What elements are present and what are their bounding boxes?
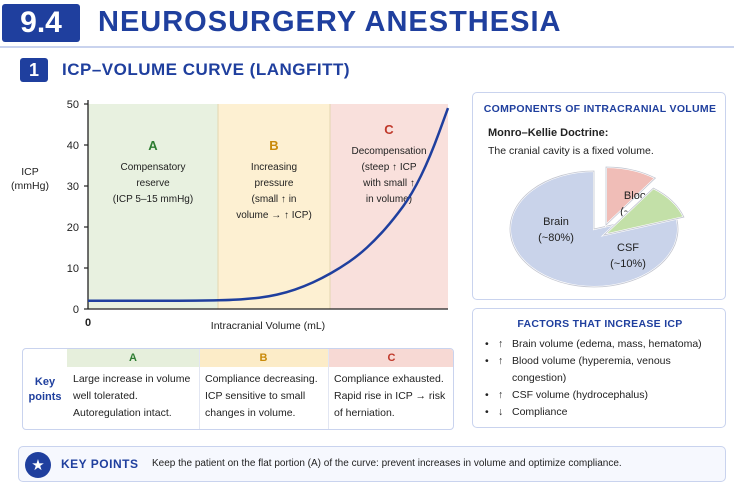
factor-item: • ↑ Blood volume (hyperemia, venous conges… (485, 353, 721, 387)
banner-text: Keep the patient on the flat portion (A)… (152, 458, 622, 469)
bullet-icon: • (485, 406, 489, 418)
zone-b-description: pressure (255, 178, 294, 189)
pie-percent-csf: (~10%) (610, 258, 646, 270)
pie-slice-outline (602, 187, 685, 236)
zone-c-letter: C (384, 122, 394, 137)
subsection-number-badge: 1 (20, 58, 48, 82)
key-column-b-header: B (199, 349, 328, 367)
key-column-c-header: C (328, 349, 453, 367)
components-title: COMPONENTS OF INTRACRANIAL VOLUME (483, 103, 717, 115)
volume-pie-chart: Brain(~80%)Blood(~10%)CSF(~10%) (509, 165, 686, 288)
zone-b-description: (small ↑ in (251, 194, 296, 205)
key-column-c-text: Compliance exhausted.Rapid rise in ICP →… (334, 373, 446, 419)
bullet-icon: • (485, 355, 489, 367)
doctrine-text: The cranial cavity is a fixed volume. (488, 145, 654, 157)
key-points-banner: ★ KEY POINTS Keep the patient on the fla… (18, 446, 726, 482)
doctrine-title: Monro–Kellie Doctrine: (488, 127, 609, 139)
y-tick-label: 20 (67, 222, 79, 234)
zone-c-description: in volume) (366, 194, 412, 205)
up-arrow-icon: ↑ (498, 389, 504, 401)
factors-panel: FACTORS THAT INCREASE ICP • ↑ Brain volume… (472, 308, 726, 428)
zone-a-description: reserve (136, 178, 170, 189)
zone-c-background (330, 104, 448, 309)
y-tick-label: 0 (73, 304, 79, 316)
factors-title: FACTORS THAT INCREASE ICP (517, 318, 683, 330)
key-column-a-header: A (67, 349, 199, 367)
bullet-icon: • (485, 338, 489, 350)
y-tick-label: 30 (67, 181, 79, 193)
y-axis-label: ICP (21, 166, 39, 178)
factor-text: Brain volume (edema, mass, hematoma) (512, 338, 702, 350)
zone-b-description: volume → ↑ ICP) (236, 210, 312, 221)
y-tick-label: 50 (67, 99, 79, 111)
zone-c-description: with small ↑ (362, 178, 415, 189)
factor-item: • ↓ Compliance (485, 404, 721, 421)
zone-b-description: Increasing (251, 162, 297, 173)
title-divider (0, 46, 734, 48)
pie-slice-csf (600, 186, 686, 237)
zone-a-letter: A (148, 138, 158, 153)
y-tick-label: 10 (67, 263, 79, 275)
x-tick-label: 0 (85, 317, 91, 329)
factor-text: CSF volume (hydrocephalus) (512, 389, 648, 401)
zone-c-description: Decompensation (351, 146, 426, 157)
factor-item: • ↑ CSF volume (hydrocephalus) (485, 387, 721, 404)
down-arrow-icon: ↓ (498, 406, 504, 418)
pie-slice-blood (605, 165, 658, 228)
zone-c-description: (steep ↑ ICP (361, 162, 416, 173)
y-tick-label: 40 (67, 140, 79, 152)
zone-a-background (88, 104, 218, 309)
column-divider (199, 349, 200, 429)
pie-percent-brain: (~80%) (538, 232, 574, 244)
factor-text: Compliance (512, 406, 568, 418)
up-arrow-icon: ↑ (498, 338, 504, 350)
zone-a-description: (ICP 5–15 mmHg) (113, 194, 193, 205)
zone-b-background (218, 104, 330, 309)
pie-slice-outline (509, 170, 679, 288)
zone-a-description: Compensatory (120, 162, 185, 173)
key-column-b-text: Compliance decreasing.ICP sensitive to s… (205, 373, 318, 419)
zone-b-letter: B (269, 138, 278, 153)
bullet-icon: • (485, 389, 489, 401)
factor-text: Blood volume (hyperemia, venous congesti… (512, 355, 671, 384)
y-axis-label-unit: (mmHg) (11, 180, 49, 192)
star-icon: ★ (25, 452, 51, 478)
section-number-badge: 9.4 (2, 4, 80, 42)
components-panel: COMPONENTS OF INTRACRANIAL VOLUME Monro–… (472, 92, 726, 300)
subsection-title: ICP–VOLUME CURVE (LANGFITT) (62, 60, 351, 79)
pie-label-brain: Brain (543, 216, 569, 228)
up-arrow-icon: ↑ (498, 355, 504, 367)
icp-volume-chart: A Compensatory reserve (ICP 5–15 mmHg) B Incr… (11, 99, 450, 332)
pie-label-csf: CSF (617, 242, 639, 254)
page-title: NEUROSURGERY ANESTHESIA (98, 6, 562, 38)
icp-curve-line (87, 107, 450, 303)
factor-item: • ↑ Brain volume (edema, mass, hematoma) (485, 336, 721, 353)
banner-label: KEY POINTS (61, 457, 139, 471)
x-axis-label: Intracranial Volume (mL) (211, 320, 325, 332)
pie-slice-brain (509, 169, 679, 288)
factors-list: • ↑ Brain volume (edema, mass, hematoma) • ↑… (485, 336, 721, 421)
column-divider (328, 349, 329, 429)
pie-slice-outline (605, 166, 657, 226)
